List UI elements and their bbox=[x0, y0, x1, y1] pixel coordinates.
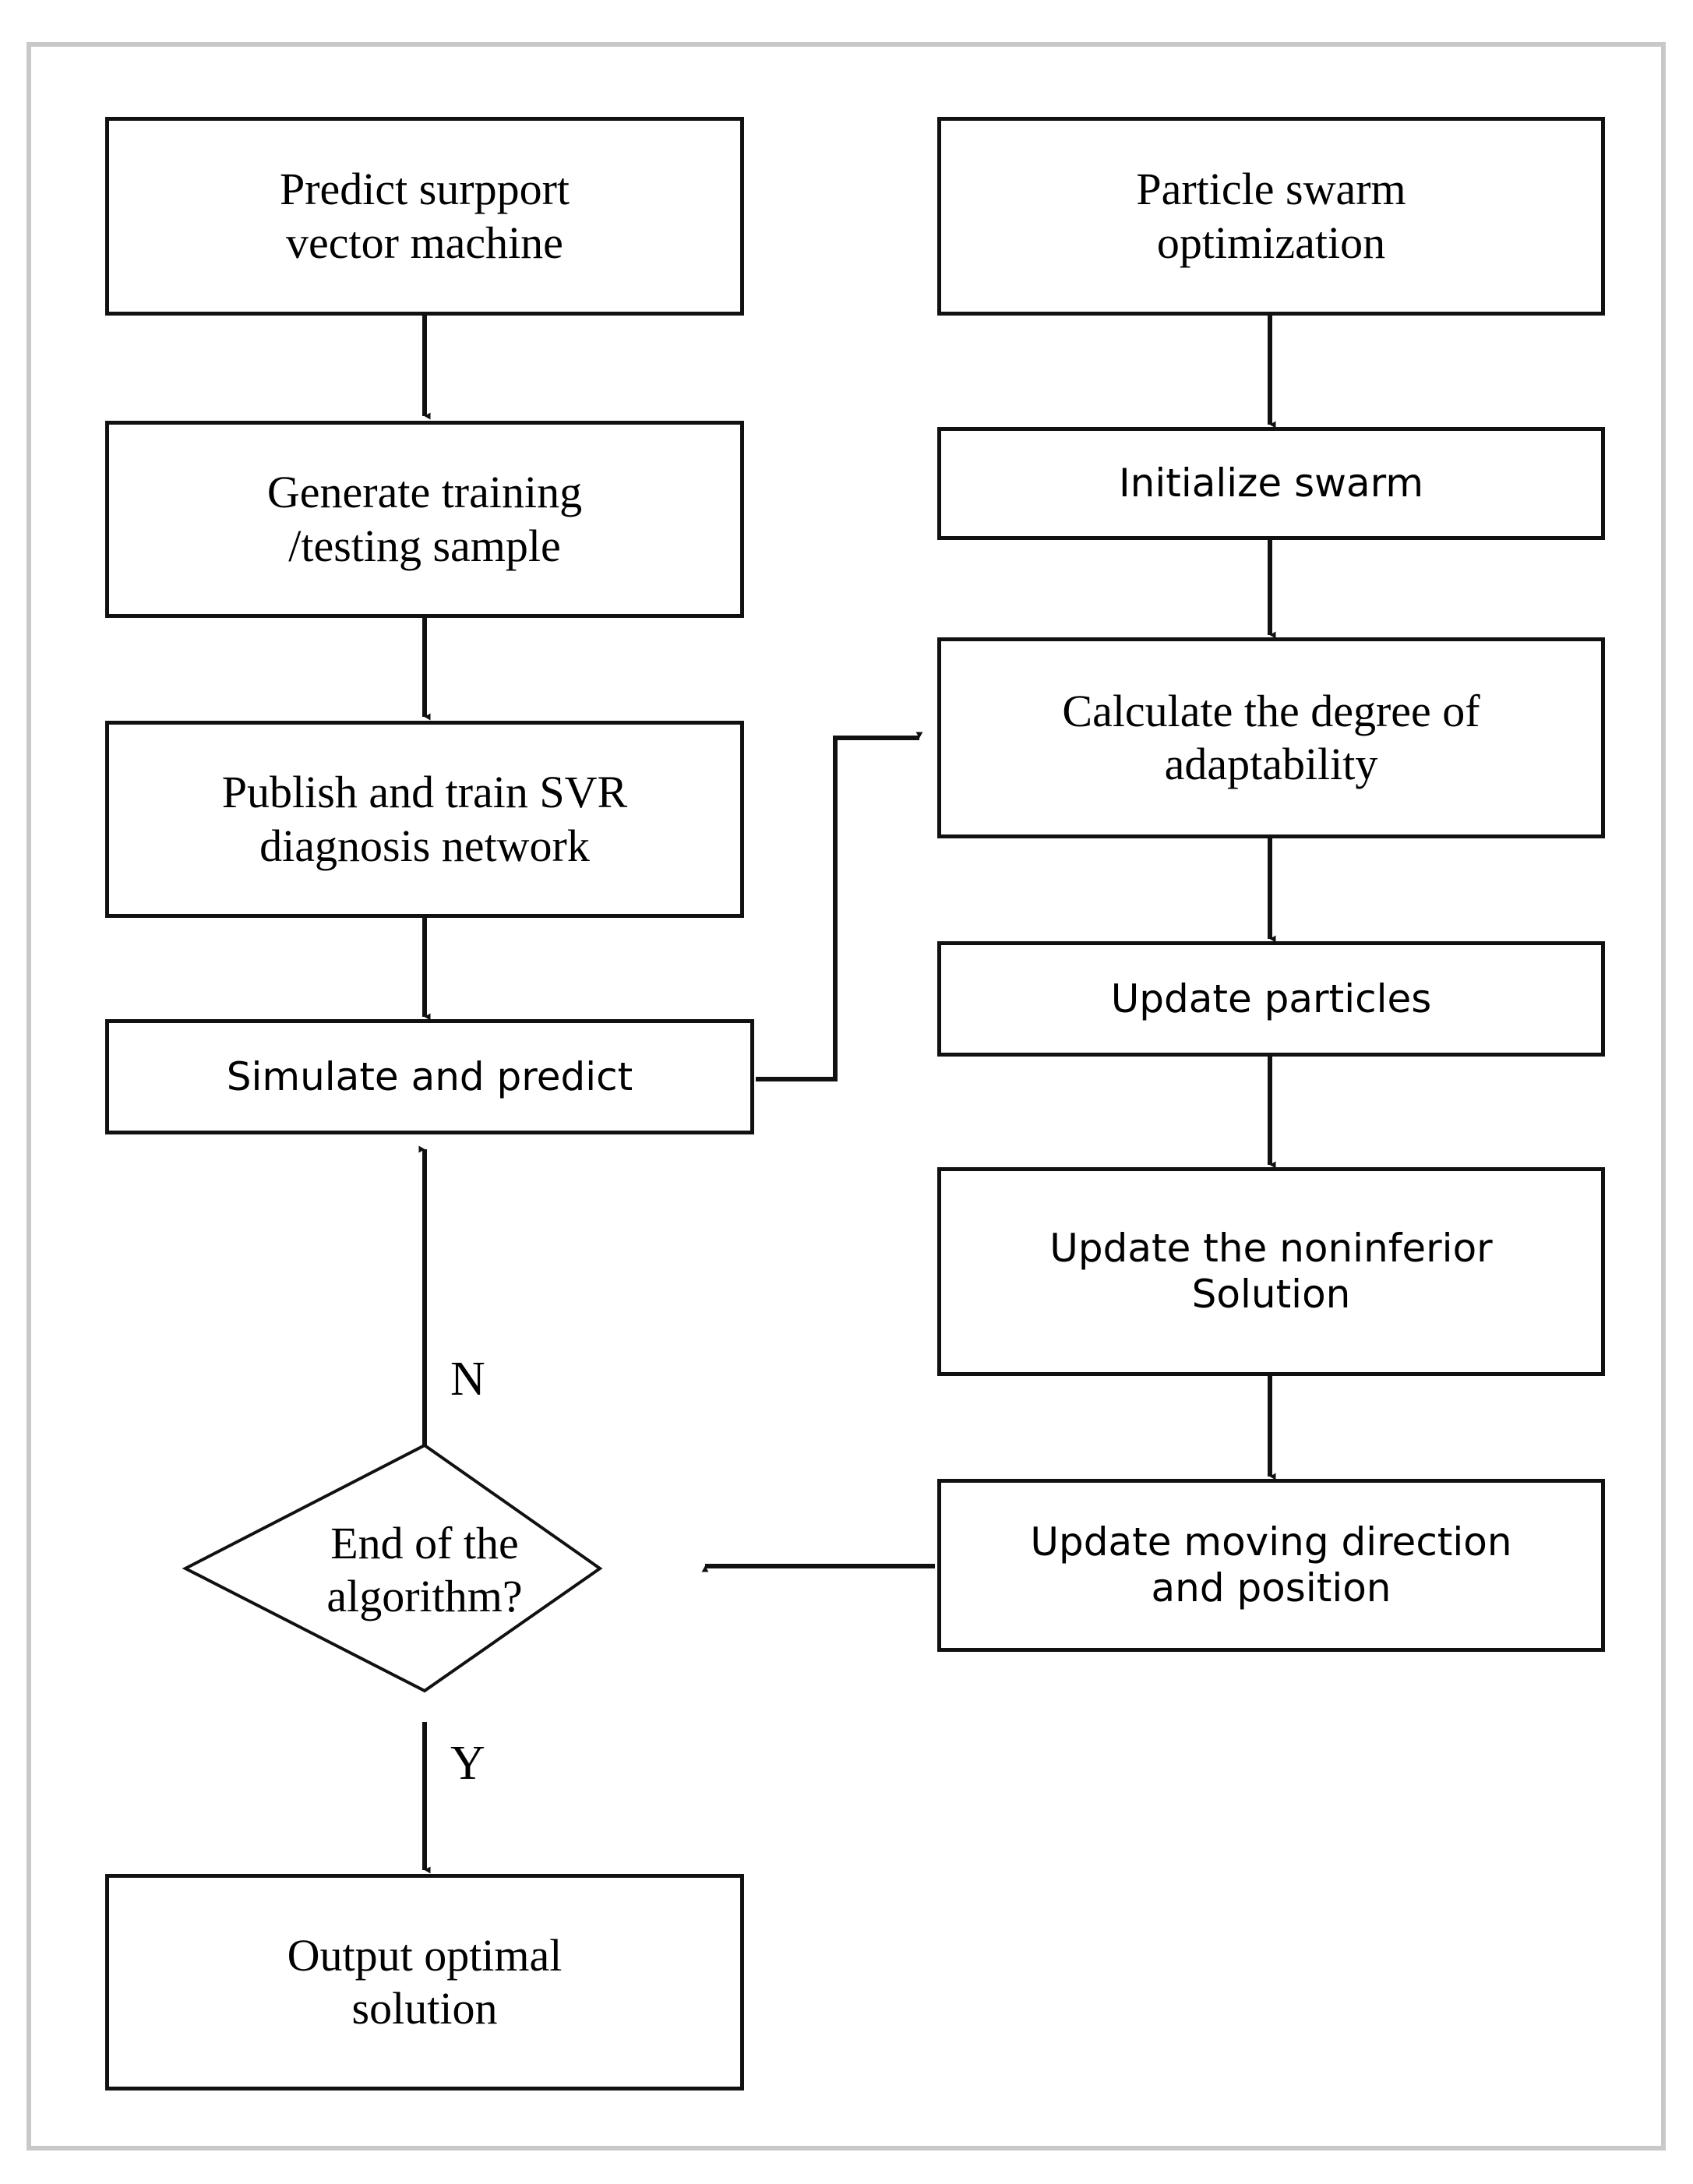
node-output-solution-label: Output optimal solution bbox=[287, 1929, 563, 2034]
node-update-noninferior[interactable]: Update the noninferior Solution bbox=[937, 1167, 1605, 1376]
node-calculate-degree-label: Calculate the degree of adaptability bbox=[1062, 685, 1480, 789]
edge-label-no: N bbox=[450, 1353, 485, 1406]
node-update-noninferior-label: Update the noninferior Solution bbox=[1049, 1226, 1493, 1317]
node-predict-svm-label: Predict surpport vector machine bbox=[279, 164, 570, 268]
node-update-moving[interactable]: Update moving direction and position bbox=[937, 1479, 1605, 1652]
node-calculate-degree[interactable]: Calculate the degree of adaptability bbox=[937, 637, 1605, 838]
node-publish-train-label: Publish and train SVR diagnosis network bbox=[221, 767, 628, 871]
node-particle-swarm-label: Particle swarm optimization bbox=[1136, 164, 1406, 268]
node-publish-train[interactable]: Publish and train SVR diagnosis network bbox=[105, 721, 744, 918]
outer-frame bbox=[26, 42, 1666, 2150]
node-particle-swarm[interactable]: Particle swarm optimization bbox=[937, 117, 1605, 316]
edge-simulate-to-calculate bbox=[756, 732, 923, 1081]
node-update-moving-label: Update moving direction and position bbox=[1030, 1519, 1512, 1611]
node-update-particles[interactable]: Update particles bbox=[937, 941, 1605, 1057]
node-generate-sample-label: Generate training /testing sample bbox=[266, 467, 583, 571]
node-initialize-swarm[interactable]: Initialize swarm bbox=[937, 427, 1605, 540]
edge-label-yes: Y bbox=[450, 1737, 485, 1790]
node-output-solution[interactable]: Output optimal solution bbox=[105, 1874, 744, 2091]
node-initialize-swarm-label: Initialize swarm bbox=[1118, 460, 1424, 506]
node-predict-svm[interactable]: Predict surpport vector machine bbox=[105, 117, 744, 316]
node-simulate-predict-label: Simulate and predict bbox=[226, 1053, 633, 1099]
decision-diamond bbox=[182, 1443, 603, 1693]
node-simulate-predict[interactable]: Simulate and predict bbox=[105, 1019, 754, 1134]
node-generate-sample[interactable]: Generate training /testing sample bbox=[105, 421, 744, 618]
node-update-particles-label: Update particles bbox=[1110, 976, 1432, 1021]
